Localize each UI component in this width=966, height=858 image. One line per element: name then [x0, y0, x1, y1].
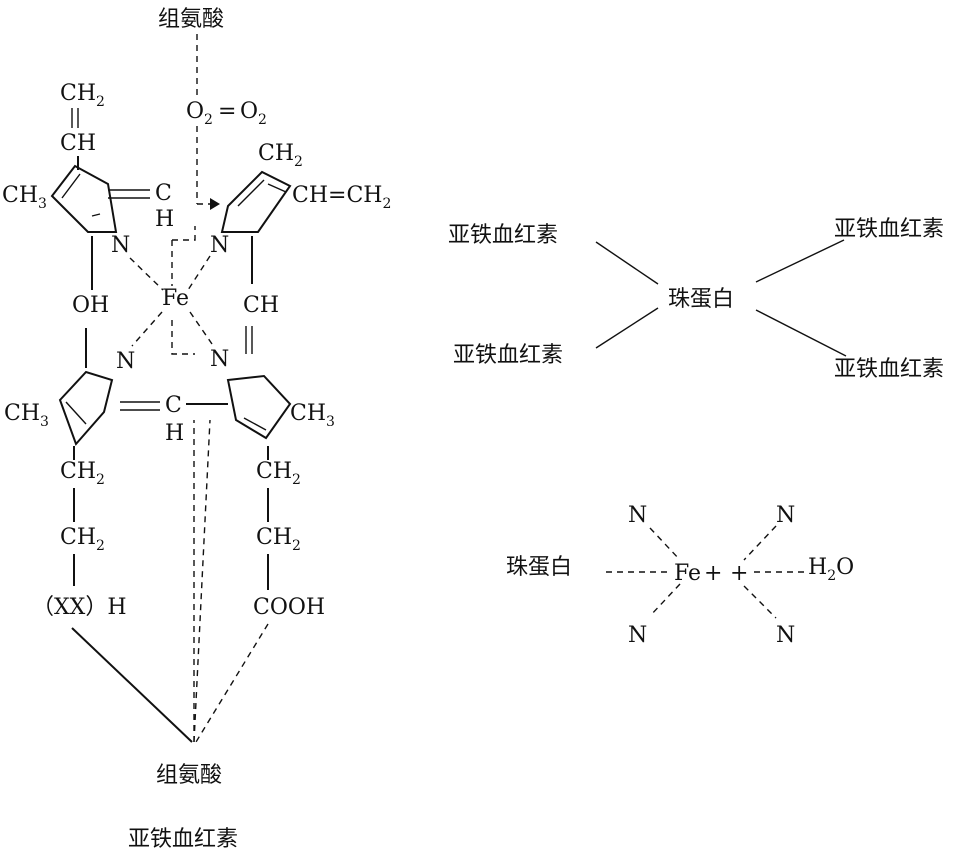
- pyrrole-ring-bottom-right: [226, 374, 292, 440]
- methine-h-top: H: [155, 207, 174, 232]
- nitrogen-bottom-right: N: [210, 347, 229, 372]
- oxygen-left: O2: [186, 99, 213, 128]
- histidine-link-solid: [71, 627, 193, 743]
- methine-c-bottom: C: [165, 393, 182, 418]
- coord-n-bottom-right: N: [776, 623, 795, 648]
- coord-globin: 珠蛋白: [506, 555, 572, 580]
- methine-h-bottom: H: [165, 421, 184, 446]
- methyl-bottom-right: CH3: [290, 401, 335, 430]
- methine-c-top: C: [155, 181, 172, 206]
- methine-double-bond-right: [245, 326, 253, 354]
- ch2-right-top: CH2: [258, 141, 303, 170]
- chain-left-end: （XX）H: [32, 595, 127, 620]
- pyrrole-ring-top-right: [220, 170, 292, 233]
- oxygen-bond: =: [218, 99, 236, 124]
- vinyl-left-ch2: CH2: [60, 81, 105, 110]
- heme-bottom-right: 亚铁血红素: [834, 357, 944, 382]
- histidine-link-dashed-right: [195, 623, 269, 743]
- coordination-diagram: 珠蛋白 Fe + + H2O N N N N: [506, 503, 854, 648]
- coord-n-top-right: N: [776, 503, 795, 528]
- oxygen-arrow-icon: [210, 198, 220, 210]
- chain-left-ch2-b: CH2: [60, 525, 105, 554]
- chain-right-end: COOH: [253, 595, 325, 620]
- vinyl-left-ch: CH: [60, 131, 96, 156]
- top-histidine-label: 组氨酸: [158, 7, 224, 32]
- nitrogen-bottom-left: N: [116, 349, 135, 374]
- heme-top-right: 亚铁血红素: [834, 217, 944, 242]
- methyl-bottom-left: CH3: [4, 401, 49, 430]
- coord-n-bottom-left: N: [628, 623, 647, 648]
- methine-ch-right: CH: [243, 293, 279, 318]
- bottom-histidine-label: 组氨酸: [156, 763, 222, 788]
- oxygen-right: O2: [240, 99, 267, 128]
- heme-structure: 组氨酸 O2 = O2 CH2 CH CH3 C H N OH Fe: [2, 7, 391, 852]
- heme-caption: 亚铁血红素: [128, 827, 238, 852]
- coord-plus-b: +: [730, 561, 748, 586]
- methyl-left: CH3: [2, 183, 47, 212]
- hemoglobin-diagram: 亚铁血红素 亚铁血红素 亚铁血红素 亚铁血红素 珠蛋白: [448, 217, 944, 382]
- methine-double-bond-bottom: [120, 401, 160, 411]
- nitrogen-top-left: N: [111, 233, 130, 258]
- coord-n-top-left: N: [628, 503, 647, 528]
- methine-double-bond-top: [108, 189, 150, 199]
- globin-center: 珠蛋白: [668, 287, 734, 312]
- heme-top-left: 亚铁血红素: [448, 223, 558, 248]
- coord-water: H2O: [808, 555, 854, 584]
- vinyl-left-double-bond: [71, 108, 79, 128]
- chain-left-ch2-a: CH2: [60, 459, 105, 488]
- chain-right-ch2-a: CH2: [256, 459, 301, 488]
- heme-bottom-left: 亚铁血红素: [453, 343, 563, 368]
- pyrrole-ring-bottom-left: [58, 370, 114, 446]
- hydroxyl: OH: [72, 293, 109, 318]
- vinyl-right: CH=CH2: [292, 183, 391, 212]
- coord-plus-a: +: [704, 561, 722, 586]
- pyrrole-ring-top-left: [50, 164, 118, 233]
- chain-right-ch2-b: CH2: [256, 525, 301, 554]
- iron-atom: Fe: [162, 286, 189, 311]
- coord-iron: Fe: [674, 561, 701, 586]
- nitrogen-top-right: N: [210, 233, 229, 258]
